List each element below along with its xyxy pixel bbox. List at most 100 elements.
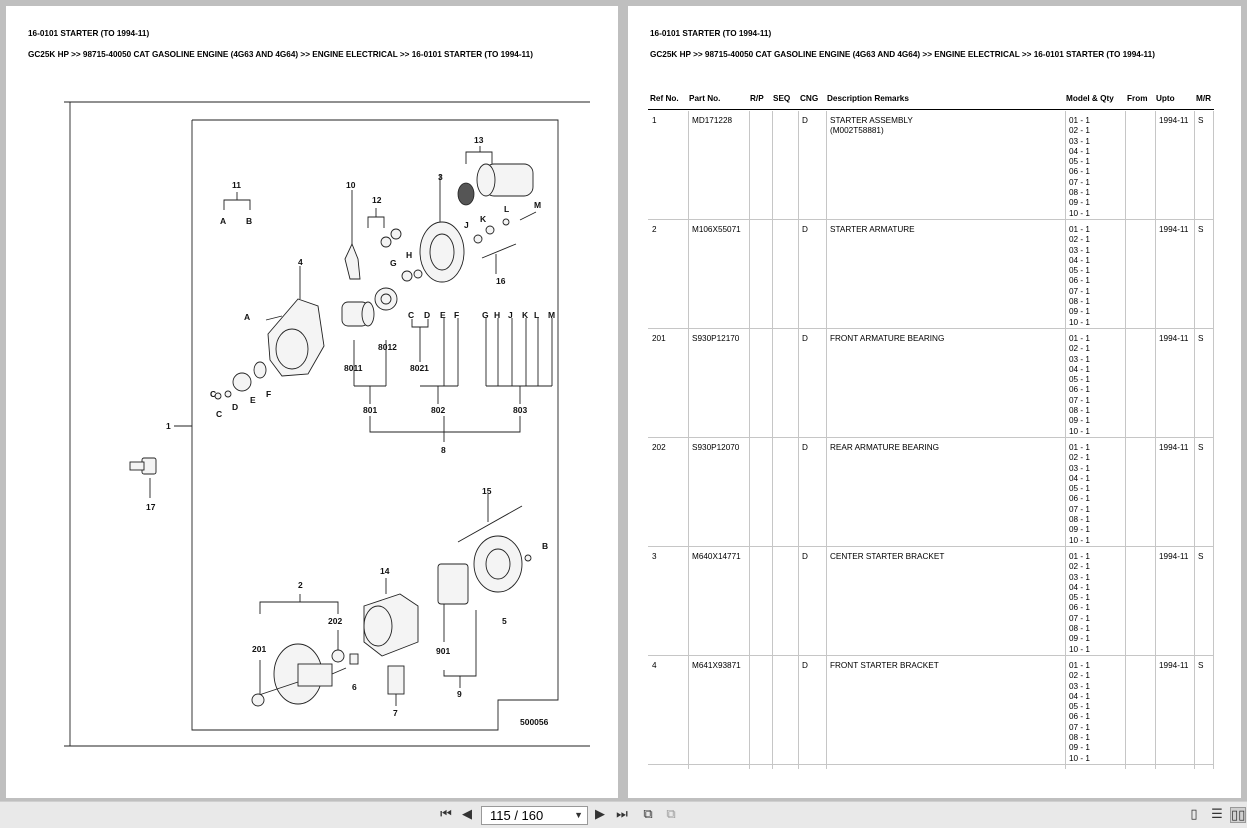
solenoid-part	[457, 163, 534, 206]
callout-H2: H	[406, 250, 412, 260]
callout-M2: M	[534, 200, 541, 210]
callout-7: 7	[393, 708, 398, 718]
left-page: 16-0101 STARTER (TO 1994-11) GC25K HP >>…	[6, 6, 618, 798]
col-description: Description Remarks	[827, 94, 909, 103]
callout-E: E	[440, 310, 446, 320]
column-divider	[1155, 111, 1156, 769]
breadcrumb: GC25K HP >> 98715-40050 CAT GASOLINE ENG…	[650, 50, 1155, 59]
callout-8021: 8021	[410, 363, 429, 373]
center-bracket-part	[419, 174, 465, 283]
description-cell: CENTER STARTER BRACKET	[830, 552, 945, 561]
callout-A2: A	[244, 312, 250, 322]
cng-cell: D	[802, 116, 808, 125]
callout-13: 13	[474, 135, 484, 145]
ref-cell: 201	[652, 334, 666, 343]
col-rp: R/P	[750, 94, 764, 103]
callout-16: 16	[496, 276, 506, 286]
description-cell: STARTER ASSEMBLY	[830, 116, 913, 125]
col-mr: M/R	[1196, 94, 1212, 103]
part-no-cell: M640X14771	[692, 552, 741, 561]
model-qty-cell: 01 - 1 02 - 1 03 - 1 04 - 1 05 - 1 06 - …	[1069, 116, 1090, 218]
callout-801: 801	[363, 405, 377, 415]
front-bracket-part	[267, 266, 325, 377]
callout-15: 15	[482, 486, 492, 496]
col-from: From	[1127, 94, 1148, 103]
callout-201: 201	[252, 644, 266, 654]
cng-cell: D	[802, 552, 808, 561]
mr-cell: S	[1198, 334, 1204, 343]
column-divider	[826, 111, 827, 769]
callout-K: K	[522, 310, 529, 320]
callout-803: 803	[513, 405, 527, 415]
facing-mode-icon[interactable]: ▯▯	[1230, 807, 1246, 823]
table-row: 201 S930P12170 D FRONT ARMATURE BEARING 01 -…	[648, 329, 1214, 438]
page-indicator: 115 / 160	[490, 808, 544, 823]
callout-J2: J	[464, 220, 469, 230]
description-cell: REAR ARMATURE BEARING	[830, 443, 940, 452]
callout-F: F	[454, 310, 459, 320]
model-qty-cell: 01 - 1 02 - 1 03 - 1 04 - 1 05 - 1 06 - …	[1069, 661, 1090, 763]
part-no-cell: M641X93871	[692, 661, 741, 670]
mr-cell: S	[1198, 443, 1204, 452]
continuous-mode-icon[interactable]: ☰	[1211, 807, 1223, 822]
model-qty-cell: 01 - 1 02 - 1 03 - 1 04 - 1 05 - 1 06 - …	[1069, 225, 1090, 327]
callout-H: H	[494, 310, 500, 320]
callout-C: C	[408, 310, 414, 320]
upto-cell: 1994-11	[1159, 443, 1189, 452]
remark-cell: (M002T58881)	[830, 126, 884, 135]
viewer-toolbar: ⏮ ◀ 115 / 160 ▼ ▶ ⏭ ⧉ ⧉ ▯ ☰ ▯▯	[0, 801, 1247, 828]
callout-802: 802	[431, 405, 445, 415]
continuous-view-icon[interactable]: ⧉	[666, 807, 676, 822]
right-page: 16-0101 STARTER (TO 1994-11) GC25K HP >>…	[628, 6, 1241, 798]
callout-9: 9	[457, 689, 462, 699]
col-part-no: Part No.	[689, 94, 721, 103]
callout-G2: G	[390, 258, 397, 268]
column-divider	[688, 111, 689, 769]
page-number-select[interactable]: 115 / 160 ▼	[481, 806, 588, 825]
mr-cell: S	[1198, 661, 1204, 670]
breadcrumb: GC25K HP >> 98715-40050 CAT GASOLINE ENG…	[28, 50, 533, 59]
callout-G: G	[482, 310, 489, 320]
callout-2: 2	[298, 580, 303, 590]
callout-C2: C	[210, 389, 216, 399]
column-divider	[1213, 111, 1214, 769]
callout-202: 202	[328, 616, 342, 626]
prev-page-icon[interactable]: ◀	[462, 807, 472, 822]
callout-8011: 8011	[344, 363, 363, 373]
exploded-parts-diagram: 1 2 3 4 5 6 7 8 9 10 11 12 13 14 15 16 1…	[64, 101, 590, 747]
callout-12: 12	[372, 195, 382, 205]
page-title: 16-0101 STARTER (TO 1994-11)	[28, 29, 150, 38]
cng-cell: D	[802, 225, 808, 234]
model-qty-cell: 01 - 1 02 - 1 03 - 1 04 - 1 05 - 1 06 - …	[1069, 334, 1090, 436]
col-seq: SEQ	[773, 94, 791, 103]
chevron-down-icon: ▼	[574, 810, 583, 820]
callout-901: 901	[436, 646, 450, 656]
cng-cell: D	[802, 334, 808, 343]
first-page-icon[interactable]: ⏮	[440, 807, 452, 822]
callout-C3: C	[216, 409, 222, 419]
page-title: 16-0101 STARTER (TO 1994-11)	[650, 29, 772, 38]
col-ref-no: Ref No.	[650, 94, 679, 103]
callout-B2: B	[542, 541, 548, 551]
part-no-cell: S930P12170	[692, 334, 740, 343]
mr-cell: S	[1198, 225, 1204, 234]
description-cell: FRONT ARMATURE BEARING	[830, 334, 945, 343]
two-page-view-icon[interactable]: ⧉	[643, 807, 653, 822]
callout-5: 5	[502, 616, 507, 626]
last-page-icon[interactable]: ⏭	[616, 807, 628, 822]
column-divider	[1125, 111, 1126, 769]
next-page-icon[interactable]: ▶	[595, 807, 605, 822]
model-qty-cell: 01 - 1 02 - 1 03 - 1 04 - 1 05 - 1 06 - …	[1069, 443, 1090, 545]
callout-8: 8	[441, 445, 446, 455]
column-divider	[1194, 111, 1195, 769]
single-page-mode-icon[interactable]: ▯	[1190, 807, 1198, 822]
rear-bracket-part	[473, 535, 523, 593]
col-cng: CNG	[800, 94, 819, 103]
parts-table-header: Ref No. Part No. R/P SEQ CNG Description…	[648, 92, 1214, 110]
part-no-cell: MD171228	[692, 116, 733, 125]
callout-6: 6	[352, 682, 357, 692]
